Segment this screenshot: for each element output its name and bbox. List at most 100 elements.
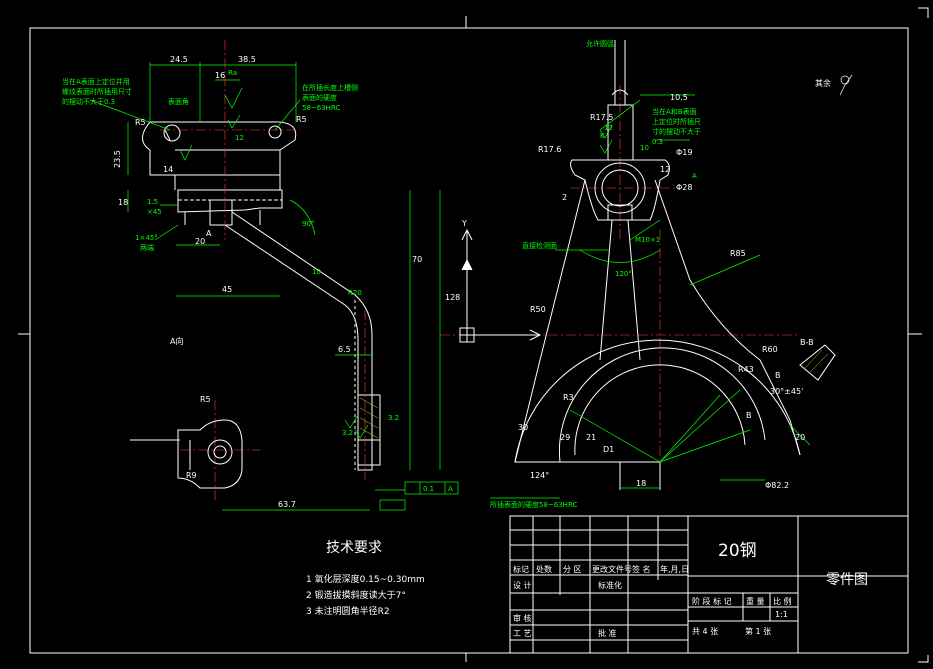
- tb-approve: 批 准: [598, 628, 617, 638]
- label-d1: D1: [603, 445, 614, 454]
- green-dimension-texts: Ra 1.5 ×45 1×45° 两端 90° 10 R20 3.2 3.2 0…: [135, 69, 697, 493]
- tb-zone: 分 区: [563, 565, 582, 574]
- tb-date: 年,月,日: [660, 564, 689, 574]
- note3-line2: 表面的硬度: [302, 93, 337, 102]
- dim-g-3-2-a: 3.2: [342, 429, 353, 437]
- tb-std: 标准化: [598, 580, 622, 590]
- note3-line3: 58~63HRC: [302, 104, 340, 112]
- dim-r17-6: R17.6: [538, 145, 561, 154]
- tb-sheet: 第 1 张: [745, 626, 771, 636]
- left-view-outline: [142, 121, 381, 471]
- dim-63-7: 63.7: [278, 500, 296, 509]
- dim-g-10-b: 10: [640, 144, 649, 152]
- dim-g-3-2-b: 3.2: [388, 414, 399, 422]
- dim-r43: R43: [738, 365, 754, 374]
- dim-70: 70: [412, 255, 422, 264]
- tb-design: 设 计: [513, 580, 532, 590]
- label-a-view: A向: [170, 336, 183, 346]
- dim-g-1x45: 1×45°: [135, 234, 158, 242]
- note4-line4: 0.3: [652, 138, 663, 146]
- dim-12: 12: [660, 165, 670, 174]
- dim-g-x45: ×45: [147, 208, 162, 216]
- tech-item-1: 1 氧化层深度0.15~0.30mm: [306, 573, 425, 585]
- tb-doc: 更改文件号: [592, 564, 632, 574]
- dim-g-a2: A: [692, 172, 697, 180]
- dim-g-10: 10: [312, 268, 321, 276]
- tech-item-3: 3 未注明圆角半径R2: [306, 605, 390, 617]
- tb-count: 处数: [536, 564, 552, 574]
- title-block: [509, 515, 909, 654]
- dim-128: 128: [445, 293, 460, 302]
- tech-item-2: 2 锻造拔摸斜度读大于7°: [306, 589, 406, 601]
- label-b: B: [775, 371, 781, 380]
- dim-6-5: 6.5: [338, 345, 351, 354]
- dim-10-5: 10.5: [670, 93, 688, 102]
- note4-line3: 寸的摆动不大于: [652, 127, 701, 136]
- dim-16: 16: [215, 71, 225, 80]
- dim-30-45: 30°±45': [770, 387, 803, 396]
- tb-scale-h: 比 例: [773, 596, 792, 606]
- dim-r3: R3: [563, 393, 574, 402]
- tb-total: 共 4 张: [692, 627, 718, 636]
- tb-process: 工 艺: [513, 629, 532, 638]
- dim-g-k: K: [600, 132, 605, 140]
- dim-38-5: 38.5: [238, 55, 256, 64]
- dim-45: 45: [222, 285, 232, 294]
- label-a: A: [206, 229, 212, 238]
- dim-g-ra: Ra: [228, 69, 237, 77]
- tb-mark: 标记: [513, 564, 529, 574]
- tb-review: 审 核: [513, 613, 532, 623]
- label-y-axis: Y: [461, 219, 467, 228]
- title-block-texts: 20钢 零件图 标记 处数 分 区 更改文件号 签 名 年,月,日 设 计 标准…: [513, 541, 868, 638]
- white-dimension-texts: 24.5 38.5 16 23.5 18 14 20 45 70 128 6.5…: [113, 55, 814, 509]
- dim-18-b: 18: [636, 479, 646, 488]
- dim-r50: R50: [530, 305, 546, 314]
- dim-g-both-ends: 两端: [140, 243, 154, 252]
- dim-24-5: 24.5: [170, 55, 188, 64]
- dim-r5-b: R5: [296, 115, 307, 124]
- dim-g-1-5: 1.5: [147, 198, 158, 206]
- tb-stage: 阶 段 标 记: [692, 596, 732, 606]
- tb-weight: 重 量: [746, 596, 765, 606]
- dim-2: 2: [562, 193, 567, 202]
- note1-line3: 的摆动不大于0.3: [62, 97, 115, 106]
- note2: 表面角: [168, 97, 189, 106]
- dim-r60: R60: [762, 345, 778, 354]
- dim-14: 14: [163, 165, 173, 174]
- note3-line1: 在所插长度上槽侧: [302, 83, 358, 92]
- technical-requirements: 技术要求 1 氧化层深度0.15~0.30mm 2 锻造拔摸斜度读大于7° 3 …: [306, 540, 425, 617]
- annotation-notes: 当在A表面上定位并用 螺纹表面时所插用尺寸 的摆动不大于0.3 表面角 在所插长…: [62, 39, 831, 509]
- tb-sign: 签 名: [632, 564, 651, 574]
- label-b-1: B: [746, 411, 752, 420]
- dim-g-12-b: 12: [235, 134, 244, 142]
- tb-scale: 1:1: [775, 610, 788, 619]
- dim-g-90: 90°: [302, 220, 314, 228]
- dim-r5-a: R5: [135, 118, 146, 127]
- dim-phi-28: Φ28: [676, 183, 692, 192]
- ucs-icon: [459, 228, 542, 343]
- dim-g-a: A: [448, 485, 453, 493]
- dim-r85: R85: [730, 249, 746, 258]
- a-view-outline: [130, 419, 243, 489]
- dim-g-120: 120°: [615, 270, 632, 278]
- note7: 直接检测面: [522, 241, 557, 250]
- dim-124: 124°: [530, 471, 549, 480]
- dim-23-5: 23.5: [113, 150, 122, 168]
- note4-line2: 上定位时所插尺: [652, 117, 701, 126]
- tech-title: 技术要求: [326, 540, 382, 556]
- dim-r9: R9: [186, 471, 197, 480]
- section-hatch: [359, 349, 829, 439]
- label-b-b: B-B: [800, 338, 814, 347]
- note4-line1: 当在A和B表面: [652, 107, 697, 116]
- note5: 允许圆弧: [586, 39, 614, 48]
- dim-18: 18: [118, 198, 128, 207]
- dim-20: 20: [195, 237, 205, 246]
- dim-r17-5: R17.5: [590, 113, 613, 122]
- sheet-frame: [18, 7, 929, 663]
- dim-g-r20: R20: [348, 289, 362, 297]
- left-view-dim-lines: [89, 62, 613, 511]
- dim-30: 30: [518, 423, 528, 432]
- material-label: 20钢: [718, 541, 757, 561]
- note6: 其余: [815, 78, 831, 88]
